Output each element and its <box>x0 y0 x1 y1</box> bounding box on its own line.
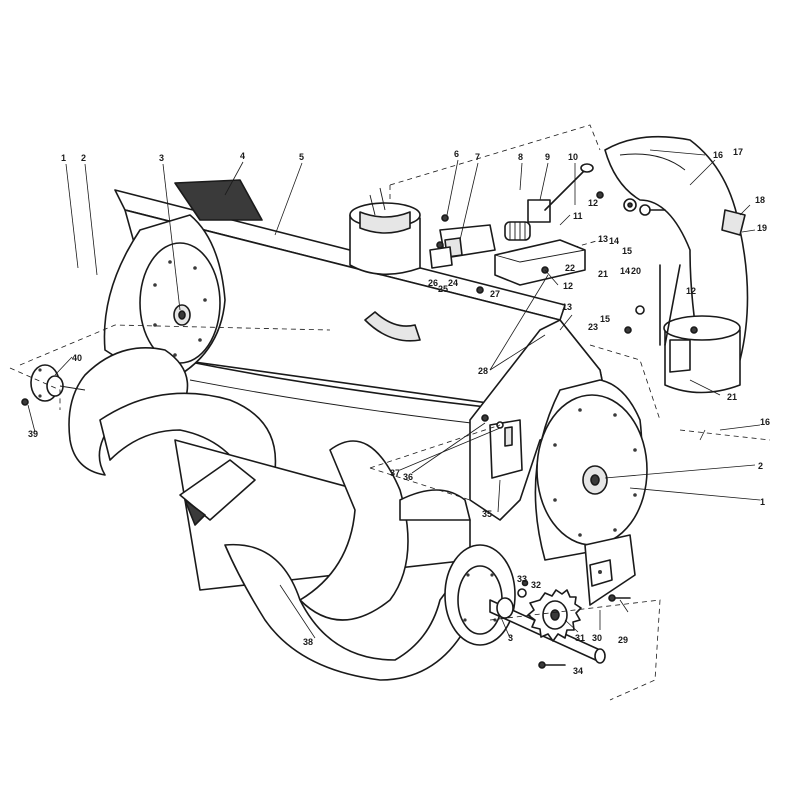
crank-assembly <box>429 163 594 294</box>
callout-26: 26 <box>428 278 438 288</box>
skid-bracket <box>481 414 523 479</box>
callout-13-b: 13 <box>562 302 572 312</box>
callout-30: 30 <box>592 633 602 643</box>
left-plate-holes <box>153 260 207 357</box>
callout-31: 31 <box>575 633 585 643</box>
callout-24: 24 <box>448 278 458 288</box>
sprocket <box>517 579 582 669</box>
callout-21-a: 21 <box>598 269 608 279</box>
callout-32: 32 <box>531 580 541 590</box>
callout-27: 27 <box>490 289 500 299</box>
callout-12-a: 12 <box>588 198 598 208</box>
callout-35: 35 <box>482 509 492 519</box>
callout-34: 34 <box>573 666 583 676</box>
callout-18: 18 <box>755 195 765 205</box>
callout-13-a: 13 <box>598 234 608 244</box>
callout-6: 6 <box>454 149 459 159</box>
auger-end-holes <box>463 573 497 622</box>
callout-14-a: 14 <box>609 236 619 246</box>
callout-11: 11 <box>573 211 583 221</box>
callout-7: 7 <box>475 152 480 162</box>
callout-labels: 1 2 3 4 5 6 7 8 9 10 11 12 12 12 13 13 1… <box>28 147 770 676</box>
discharge-chute <box>596 135 749 394</box>
callout-37: 37 <box>390 468 400 478</box>
leader-lines <box>27 149 761 639</box>
callout-19: 19 <box>757 223 767 233</box>
callout-21-b: 21 <box>727 392 737 402</box>
callout-1: 1 <box>61 153 66 163</box>
callout-22: 22 <box>565 263 575 273</box>
right-side-plate <box>534 379 648 561</box>
callout-23: 23 <box>588 322 598 332</box>
callout-29: 29 <box>618 635 628 645</box>
callout-16-a: 16 <box>713 150 723 160</box>
callout-25: 25 <box>438 284 448 294</box>
callout-39: 39 <box>28 429 38 439</box>
callout-16-b: 16 <box>760 417 770 427</box>
callout-17: 17 <box>733 147 743 157</box>
right-plate-holes <box>553 408 637 537</box>
callout-9: 9 <box>545 152 550 162</box>
callout-2-b: 2 <box>758 461 763 471</box>
callout-40: 40 <box>72 353 82 363</box>
assembly-dash-lines <box>9 324 771 701</box>
callout-14-b: 14 <box>620 266 630 276</box>
callout-36: 36 <box>403 472 413 482</box>
callout-8: 8 <box>518 152 523 162</box>
callout-28: 28 <box>478 366 488 376</box>
callout-3: 3 <box>159 153 164 163</box>
left-side-plate <box>103 214 226 386</box>
callout-12-b: 12 <box>563 281 573 291</box>
callout-4: 4 <box>240 151 245 161</box>
callout-1-b: 1 <box>760 497 765 507</box>
callout-33: 33 <box>517 574 527 584</box>
callout-5: 5 <box>299 152 304 162</box>
right-bearing-bracket <box>584 534 636 606</box>
auger <box>68 347 606 681</box>
deflector-plate <box>174 179 263 221</box>
callout-10: 10 <box>568 152 578 162</box>
chute-base-ring <box>349 187 421 276</box>
callout-3-b: 3 <box>508 633 513 643</box>
callout-15-b: 15 <box>600 314 610 324</box>
callout-12-c: 12 <box>686 286 696 296</box>
callout-20: 20 <box>631 266 641 276</box>
callout-15-a: 15 <box>622 246 632 256</box>
auger-housing <box>114 189 641 521</box>
callout-2: 2 <box>81 153 86 163</box>
callout-38: 38 <box>303 637 313 647</box>
